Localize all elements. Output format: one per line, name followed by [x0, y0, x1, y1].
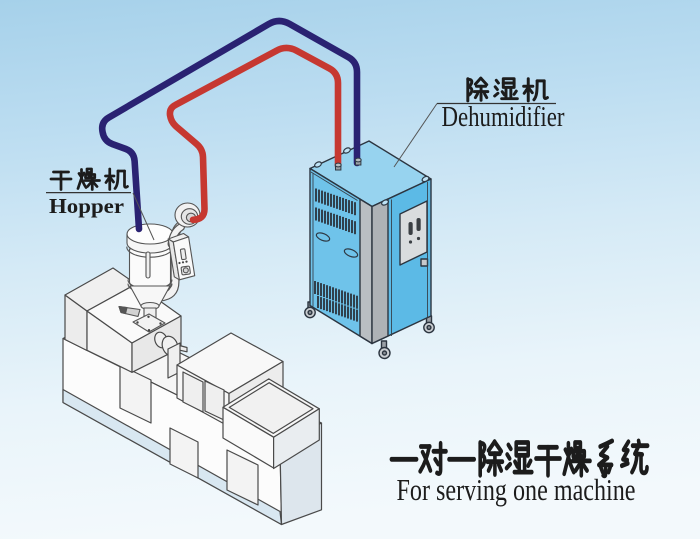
svg-text:For serving one machine: For serving one machine: [397, 472, 636, 507]
svg-text:Hopper: Hopper: [49, 194, 124, 218]
svg-text:Dehumidifier: Dehumidifier: [442, 102, 565, 133]
